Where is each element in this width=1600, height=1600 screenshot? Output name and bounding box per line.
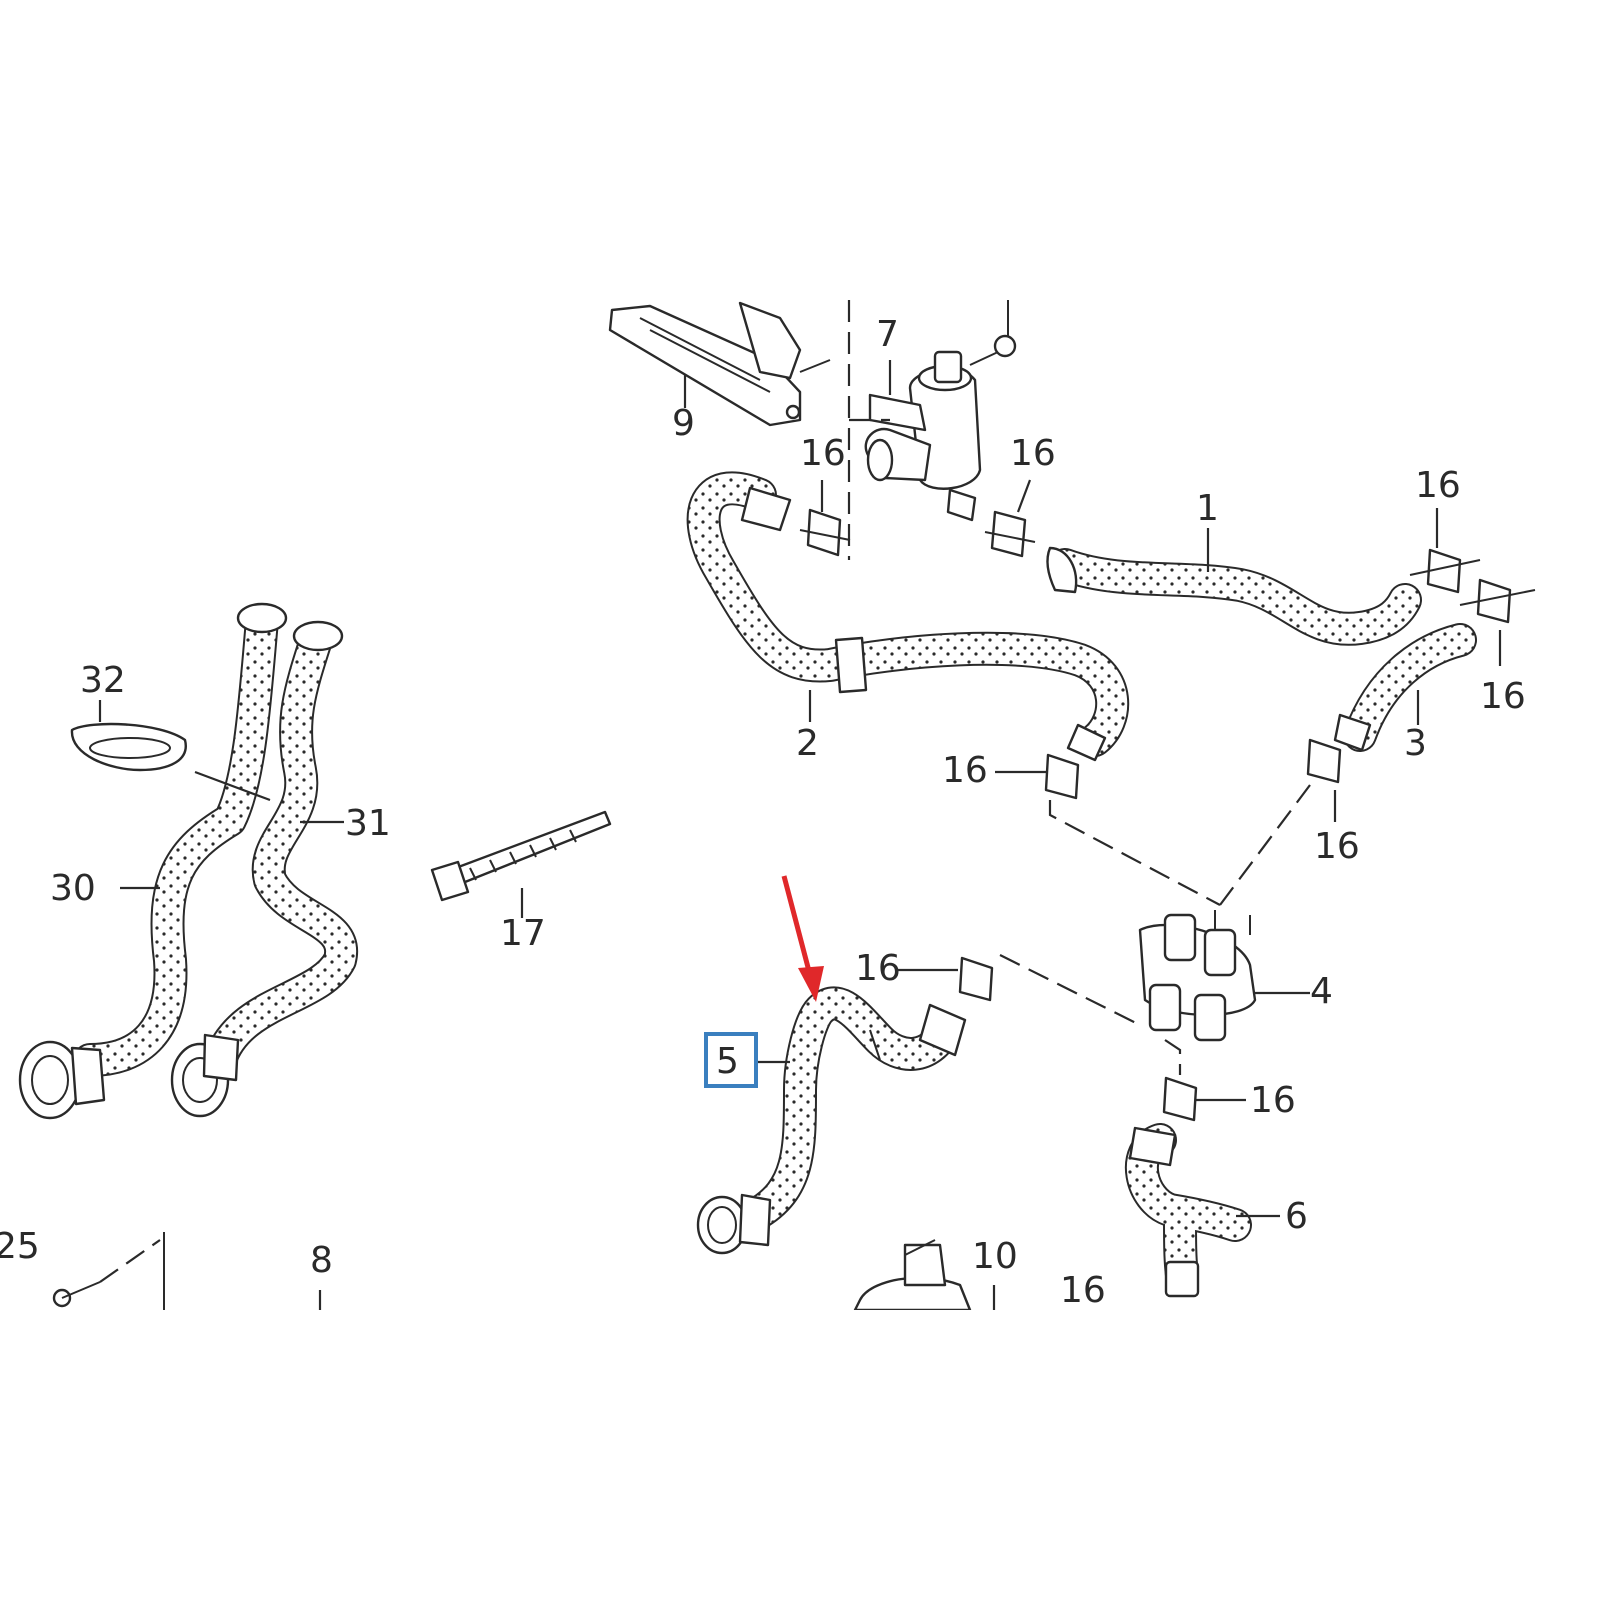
hose-part-31 bbox=[170, 620, 358, 1118]
bottom-crop-mask bbox=[0, 1310, 1600, 1600]
part-10 bbox=[853, 1239, 972, 1312]
callout-7: 7 bbox=[876, 314, 899, 355]
callout-16-h: 16 bbox=[1250, 1080, 1296, 1121]
hose-clamps-part-16 bbox=[799, 508, 1536, 1122]
callout-2: 2 bbox=[796, 723, 819, 764]
clamp-16-h bbox=[1162, 1076, 1198, 1122]
callout-25: 25 bbox=[0, 1226, 40, 1267]
callout-31: 31 bbox=[345, 803, 391, 844]
callout-16-a: 16 bbox=[800, 433, 846, 474]
cable-tie-part-17 bbox=[430, 810, 612, 902]
clamp-16-e bbox=[1044, 753, 1080, 800]
hose-part-1 bbox=[1046, 546, 1422, 646]
hose-part-2 bbox=[686, 471, 1130, 762]
clamp-16-a bbox=[799, 508, 851, 557]
callout-16-c: 16 bbox=[1415, 465, 1461, 506]
callout-1: 1 bbox=[1196, 488, 1219, 529]
screw-part-25 bbox=[52, 1232, 165, 1310]
callout-3: 3 bbox=[1404, 723, 1427, 764]
callout-16-i: 16 bbox=[1060, 1270, 1106, 1311]
callout-16-f: 16 bbox=[1314, 826, 1360, 867]
clamp-16-g bbox=[958, 956, 994, 1002]
hose-part-6 bbox=[1125, 1123, 1252, 1298]
callout-4: 4 bbox=[1310, 971, 1333, 1012]
callout-10: 10 bbox=[972, 1236, 1018, 1277]
clamp-16-f bbox=[1306, 738, 1342, 784]
bracket-part-9 bbox=[608, 301, 831, 427]
callout-5: 5 bbox=[716, 1041, 739, 1082]
red-arrow-indicator bbox=[781, 875, 824, 1002]
callout-16-g: 16 bbox=[855, 948, 901, 989]
hose-part-5 bbox=[696, 986, 967, 1255]
callout-9: 9 bbox=[672, 403, 695, 444]
highlight-box-part-5 bbox=[704, 1032, 758, 1088]
callout-8: 8 bbox=[310, 1240, 333, 1281]
clamp-16-b bbox=[984, 510, 1036, 558]
leader-lines bbox=[98, 360, 1502, 1310]
callout-labels: 9 7 16 16 1 16 16 3 2 16 16 32 31 30 17 … bbox=[0, 314, 1526, 1311]
callout-17: 17 bbox=[500, 913, 546, 954]
hose-part-3 bbox=[1333, 623, 1477, 752]
callout-30: 30 bbox=[50, 868, 96, 909]
callout-16-d: 16 bbox=[1480, 676, 1526, 717]
hose-part-30 bbox=[18, 602, 288, 1120]
distributor-part-4 bbox=[1138, 910, 1257, 1042]
callout-6: 6 bbox=[1285, 1196, 1308, 1237]
valve-part-7 bbox=[847, 300, 1017, 560]
grommet-part-32 bbox=[70, 722, 187, 772]
clamp-16-d bbox=[1459, 578, 1536, 624]
callout-16-e: 16 bbox=[942, 750, 988, 791]
clamp-16-c bbox=[1409, 548, 1481, 594]
callout-32: 32 bbox=[80, 660, 126, 701]
callout-16-b: 16 bbox=[1010, 433, 1056, 474]
